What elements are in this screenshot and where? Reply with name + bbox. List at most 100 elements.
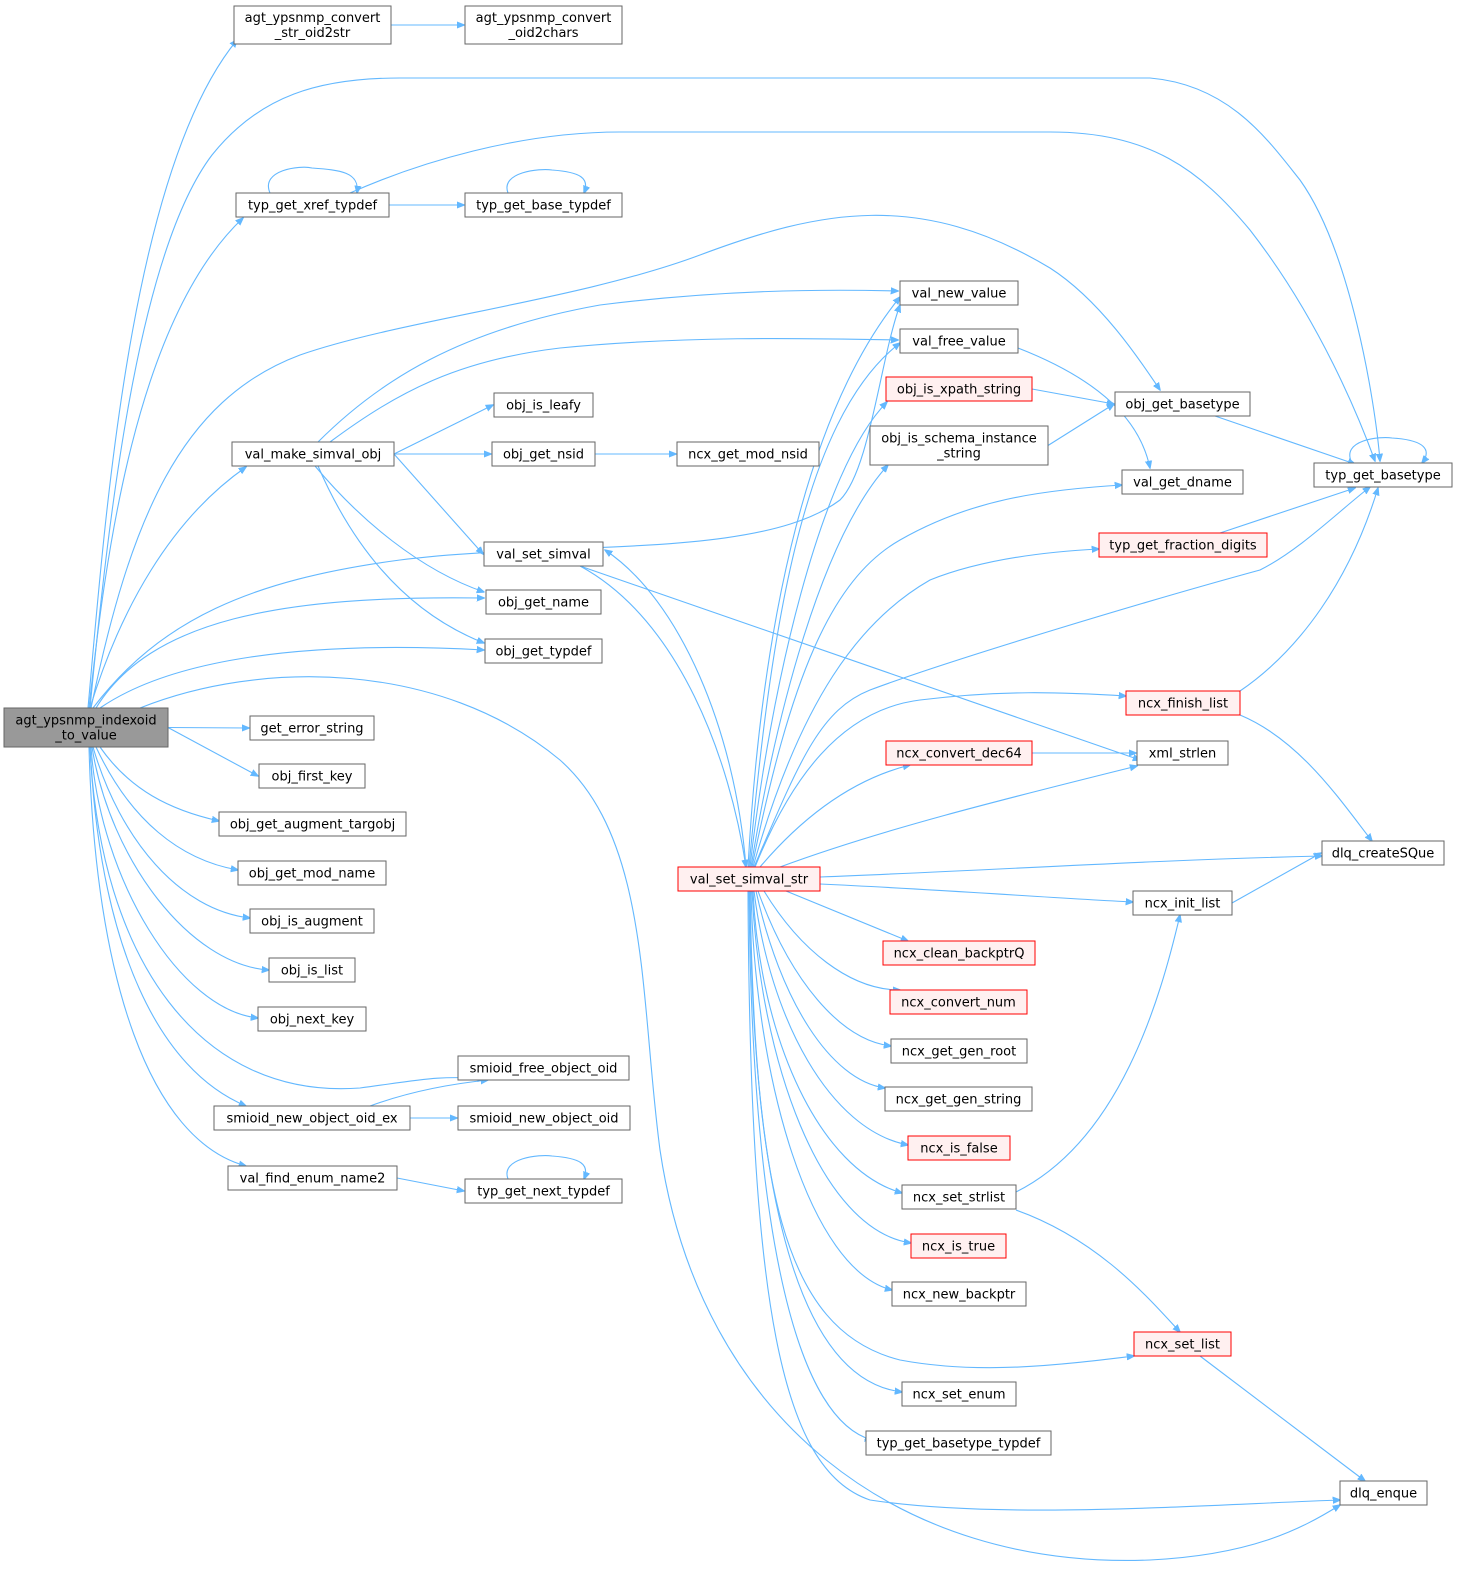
edge-agt-ypsnmp-indexoid-to-value-to-get-error-string bbox=[167, 728, 249, 729]
node-label: obj_get_name bbox=[498, 596, 589, 611]
node-label: val_get_dname bbox=[1133, 476, 1232, 491]
node-typ-get-basetype[interactable]: typ_get_basetype bbox=[1313, 462, 1453, 488]
edge-agt-ypsnmp-indexoid-to-value-to-obj-first-key bbox=[167, 727, 258, 777]
edge-obj-get-basetype-to-typ-get-basetype bbox=[1214, 415, 1355, 464]
node-label: obj_is_leafy bbox=[506, 399, 581, 414]
node-ncx-new-backptr[interactable]: ncx_new_backptr bbox=[891, 1281, 1027, 1307]
node-label: typ_get_basetype_typdef bbox=[877, 1437, 1041, 1452]
node-obj-is-schema-instance-string[interactable]: obj_is_schema_instance_string bbox=[869, 425, 1049, 466]
node-box bbox=[882, 940, 1036, 966]
node-agt-ypsnmp-indexoid-to-value[interactable]: agt_ypsnmp_indexoid_to_value bbox=[3, 707, 169, 748]
node-obj-is-list[interactable]: obj_is_list bbox=[268, 957, 356, 983]
edge-val-set-simval-to-xml-strlen bbox=[579, 565, 1140, 760]
node-label: agt_ypsnmp_convert bbox=[245, 11, 381, 26]
edge-val-set-simval-str-to-ncx-clean-backptrq bbox=[785, 890, 908, 941]
node-ncx-init-list[interactable]: ncx_init_list bbox=[1132, 890, 1233, 916]
node-obj-get-basetype[interactable]: obj_get_basetype bbox=[1114, 391, 1251, 417]
node-box bbox=[901, 1184, 1017, 1210]
node-smioid-new-object-oid-ex[interactable]: smioid_new_object_oid_ex bbox=[213, 1105, 411, 1131]
node-label: ncx_get_gen_root bbox=[902, 1045, 1016, 1060]
node-typ-get-xref-typdef[interactable]: typ_get_xref_typdef bbox=[235, 192, 390, 218]
edge-ncx-set-strlist-to-ncx-set-list bbox=[1015, 1209, 1180, 1332]
node-obj-next-key[interactable]: obj_next_key bbox=[257, 1006, 367, 1032]
node-box bbox=[899, 328, 1019, 354]
node-box bbox=[227, 1165, 398, 1191]
node-label: val_set_simval_str bbox=[690, 873, 809, 888]
node-ncx-set-strlist[interactable]: ncx_set_strlist bbox=[901, 1184, 1017, 1210]
node-dlq-enque[interactable]: dlq_enque bbox=[1339, 1480, 1428, 1506]
node-smioid-free-object-oid[interactable]: smioid_free_object_oid bbox=[457, 1055, 630, 1081]
node-ncx-get-gen-root[interactable]: ncx_get_gen_root bbox=[890, 1038, 1028, 1064]
node-box bbox=[231, 441, 395, 467]
edge-agt-ypsnmp-indexoid-to-value-to-val-find-enum-name2 bbox=[88, 746, 246, 1166]
node-ncx-convert-num[interactable]: ncx_convert_num bbox=[889, 989, 1028, 1015]
node-val-set-simval-str[interactable]: val_set_simval_str bbox=[677, 866, 821, 892]
edge-val-set-simval-str-to-ncx-new-backptr bbox=[750, 890, 892, 1290]
node-label: ncx_set_list bbox=[1145, 1338, 1220, 1353]
edge-typ-get-basetype-to-typ-get-basetype bbox=[1349, 437, 1426, 463]
node-label: ncx_convert_num bbox=[901, 996, 1016, 1011]
node-label: xml_strlen bbox=[1149, 747, 1217, 762]
node-val-find-enum-name2[interactable]: val_find_enum_name2 bbox=[227, 1165, 398, 1191]
node-val-set-simval[interactable]: val_set_simval bbox=[483, 541, 604, 567]
node-dlq-createsque[interactable]: dlq_createSQue bbox=[1321, 840, 1445, 866]
node-ncx-set-list[interactable]: ncx_set_list bbox=[1133, 1331, 1232, 1357]
node-obj-first-key[interactable]: obj_first_key bbox=[258, 763, 366, 789]
node-box bbox=[484, 638, 603, 664]
node-agt-ypsnmp-convert-str-oid2str[interactable]: agt_ypsnmp_convert_str_oid2str bbox=[233, 5, 392, 45]
edge-val-set-simval-str-to-obj-is-xpath-string bbox=[749, 402, 887, 868]
node-box bbox=[889, 989, 1028, 1015]
node-xml-strlen[interactable]: xml_strlen bbox=[1136, 740, 1229, 766]
node-label: typ_get_base_typdef bbox=[476, 199, 611, 214]
edge-val-set-simval-str-to-ncx-finish-list bbox=[754, 693, 1126, 868]
node-ncx-clean-backptrq[interactable]: ncx_clean_backptrQ bbox=[882, 940, 1036, 966]
edge-val-set-simval-str-to-ncx-set-strlist bbox=[752, 890, 902, 1193]
node-box bbox=[268, 957, 356, 983]
node-obj-get-typdef[interactable]: obj_get_typdef bbox=[484, 638, 603, 664]
node-obj-get-augment-targobj[interactable]: obj_get_augment_targobj bbox=[218, 811, 407, 837]
node-label: ncx_convert_dec64 bbox=[896, 747, 1022, 762]
node-ncx-is-false[interactable]: ncx_is_false bbox=[907, 1135, 1011, 1161]
node-box bbox=[677, 866, 821, 892]
node-val-free-value[interactable]: val_free_value bbox=[899, 328, 1019, 354]
node-box bbox=[464, 5, 623, 45]
node-box bbox=[485, 589, 602, 615]
node-typ-get-next-typdef[interactable]: typ_get_next_typdef bbox=[464, 1178, 623, 1204]
node-box bbox=[1133, 1331, 1232, 1357]
node-label: agt_ypsnmp_convert bbox=[476, 11, 612, 26]
edge-val-set-simval-str-to-ncx-is-true bbox=[751, 890, 911, 1243]
node-obj-get-nsid[interactable]: obj_get_nsid bbox=[491, 441, 596, 467]
node-ncx-convert-dec64[interactable]: ncx_convert_dec64 bbox=[885, 740, 1033, 766]
node-obj-get-name[interactable]: obj_get_name bbox=[485, 589, 602, 615]
node-obj-get-mod-name[interactable]: obj_get_mod_name bbox=[237, 860, 387, 886]
edge-val-make-simval-obj-to-obj-get-name bbox=[314, 465, 484, 592]
node-obj-is-leafy[interactable]: obj_is_leafy bbox=[493, 392, 594, 418]
node-ncx-set-enum[interactable]: ncx_set_enum bbox=[901, 1381, 1017, 1407]
node-smioid-new-object-oid[interactable]: smioid_new_object_oid bbox=[457, 1105, 631, 1131]
node-get-error-string[interactable]: get_error_string bbox=[249, 715, 375, 741]
node-typ-get-fraction-digits[interactable]: typ_get_fraction_digits bbox=[1098, 532, 1268, 558]
node-ncx-is-true[interactable]: ncx_is_true bbox=[910, 1233, 1007, 1259]
node-typ-get-base-typdef[interactable]: typ_get_base_typdef bbox=[464, 192, 623, 218]
node-obj-is-xpath-string[interactable]: obj_is_xpath_string bbox=[885, 376, 1033, 402]
node-val-get-dname[interactable]: val_get_dname bbox=[1121, 469, 1244, 495]
node-box bbox=[464, 1178, 623, 1204]
node-val-new-value[interactable]: val_new_value bbox=[899, 280, 1019, 306]
edge-val-set-simval-str-to-obj-is-schema-instance-string bbox=[750, 465, 888, 868]
node-typ-get-basetype-typdef[interactable]: typ_get_basetype_typdef bbox=[865, 1430, 1052, 1456]
node-label: smioid_free_object_oid bbox=[470, 1062, 618, 1077]
node-box bbox=[885, 740, 1033, 766]
edge-agt-ypsnmp-indexoid-to-value-to-val-make-simval-obj bbox=[89, 467, 246, 709]
edge-val-set-simval-str-to-ncx-is-false bbox=[753, 890, 908, 1145]
node-box bbox=[233, 5, 392, 45]
node-agt-ypsnmp-convert-oid2chars[interactable]: agt_ypsnmp_convert_oid2chars bbox=[464, 5, 623, 45]
edge-obj-is-schema-instance-string-to-obj-get-basetype bbox=[1047, 404, 1114, 446]
node-ncx-get-gen-string[interactable]: ncx_get_gen_string bbox=[884, 1086, 1033, 1112]
edge-val-set-simval-str-to-ncx-convert-dec64 bbox=[759, 765, 910, 868]
node-box bbox=[1132, 890, 1233, 916]
node-ncx-finish-list[interactable]: ncx_finish_list bbox=[1125, 690, 1241, 716]
node-obj-is-augment[interactable]: obj_is_augment bbox=[249, 908, 375, 934]
node-ncx-get-mod-nsid[interactable]: ncx_get_mod_nsid bbox=[676, 441, 820, 467]
node-val-make-simval-obj[interactable]: val_make_simval_obj bbox=[231, 441, 395, 467]
edge-agt-ypsnmp-indexoid-to-value-to-obj-get-typdef bbox=[99, 647, 484, 709]
